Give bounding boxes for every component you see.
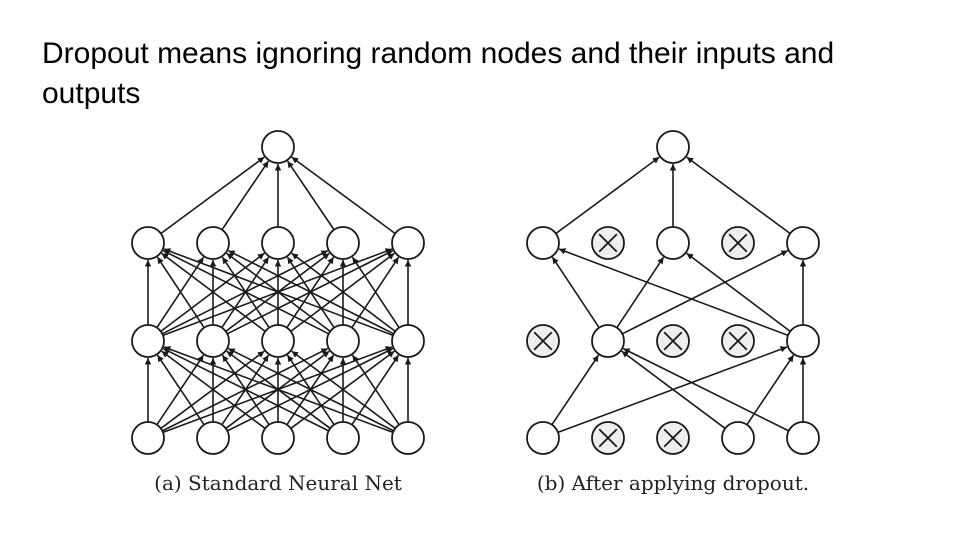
- connection-arrow: [163, 248, 394, 337]
- dropped-node: [721, 226, 755, 260]
- standard-net-caption: (a) Standard Neural Net: [154, 471, 402, 495]
- neuron-node: [391, 421, 425, 455]
- connection-arrow: [686, 252, 791, 333]
- dropped-node: [656, 421, 690, 455]
- connection-arrow: [162, 347, 330, 432]
- neuron-node: [131, 324, 165, 358]
- connection-arrow: [622, 347, 790, 432]
- neuron-node: [656, 226, 690, 260]
- neuron-node: [196, 421, 230, 455]
- neuron-node: [261, 226, 295, 260]
- neuron-node: [721, 421, 755, 455]
- dropout-net-nodes: [526, 130, 820, 455]
- connection-arrow: [156, 354, 205, 426]
- connection-arrow: [551, 256, 600, 329]
- connection-arrow: [161, 350, 266, 430]
- connection-arrow: [156, 256, 205, 329]
- connection-arrow: [555, 156, 660, 235]
- connection-arrow: [291, 350, 396, 430]
- standard-net-panel: (a) Standard Neural Net: [131, 130, 425, 495]
- dropped-node: [526, 324, 560, 358]
- connection-arrow: [558, 248, 789, 337]
- connection-arrow: [160, 156, 265, 235]
- connection-arrow: [616, 256, 665, 329]
- neuron-node: [526, 226, 560, 260]
- neuron-node: [391, 226, 425, 260]
- neuron-node: [261, 421, 295, 455]
- connection-arrow: [221, 160, 270, 231]
- dropout-net-panel: (b) After applying dropout.: [526, 130, 820, 495]
- neuron-node: [786, 421, 820, 455]
- neuron-node: [131, 226, 165, 260]
- neuron-node: [786, 226, 820, 260]
- neuron-node: [196, 324, 230, 358]
- connection-arrow: [227, 249, 395, 335]
- connection-arrow: [227, 347, 395, 432]
- slide-title: Dropout means ignoring random nodes and …: [42, 37, 835, 110]
- neuron-node: [326, 226, 360, 260]
- neuron-node: [526, 421, 560, 455]
- connection-arrow: [351, 256, 400, 329]
- dropped-node: [591, 226, 625, 260]
- dropped-node: [591, 421, 625, 455]
- connection-arrow: [621, 249, 789, 335]
- connection-arrow: [686, 156, 791, 235]
- connection-arrow: [351, 354, 400, 426]
- neuron-node: [326, 421, 360, 455]
- connection-arrow: [161, 252, 266, 333]
- dropout-net-edges: [551, 156, 807, 434]
- neuron-node: [786, 324, 820, 358]
- neuron-node: [656, 130, 690, 164]
- connection-arrow: [163, 346, 394, 434]
- connection-arrow: [621, 350, 726, 430]
- connection-arrow: [551, 354, 600, 426]
- connection-arrow: [286, 160, 335, 231]
- standard-net-nodes: [131, 130, 425, 455]
- connection-arrow: [291, 252, 396, 333]
- connection-arrow: [291, 156, 396, 235]
- dropped-node: [656, 324, 690, 358]
- neuron-node: [391, 324, 425, 358]
- connection-arrow: [162, 249, 330, 335]
- neuron-node: [591, 324, 625, 358]
- neuron-node: [326, 324, 360, 358]
- neuron-node: [131, 421, 165, 455]
- neuron-node: [261, 324, 295, 358]
- dropped-node: [721, 324, 755, 358]
- standard-net-edges: [144, 156, 412, 434]
- neuron-node: [196, 226, 230, 260]
- dropout-net-caption: (b) After applying dropout.: [537, 471, 809, 495]
- neuron-node: [261, 130, 295, 164]
